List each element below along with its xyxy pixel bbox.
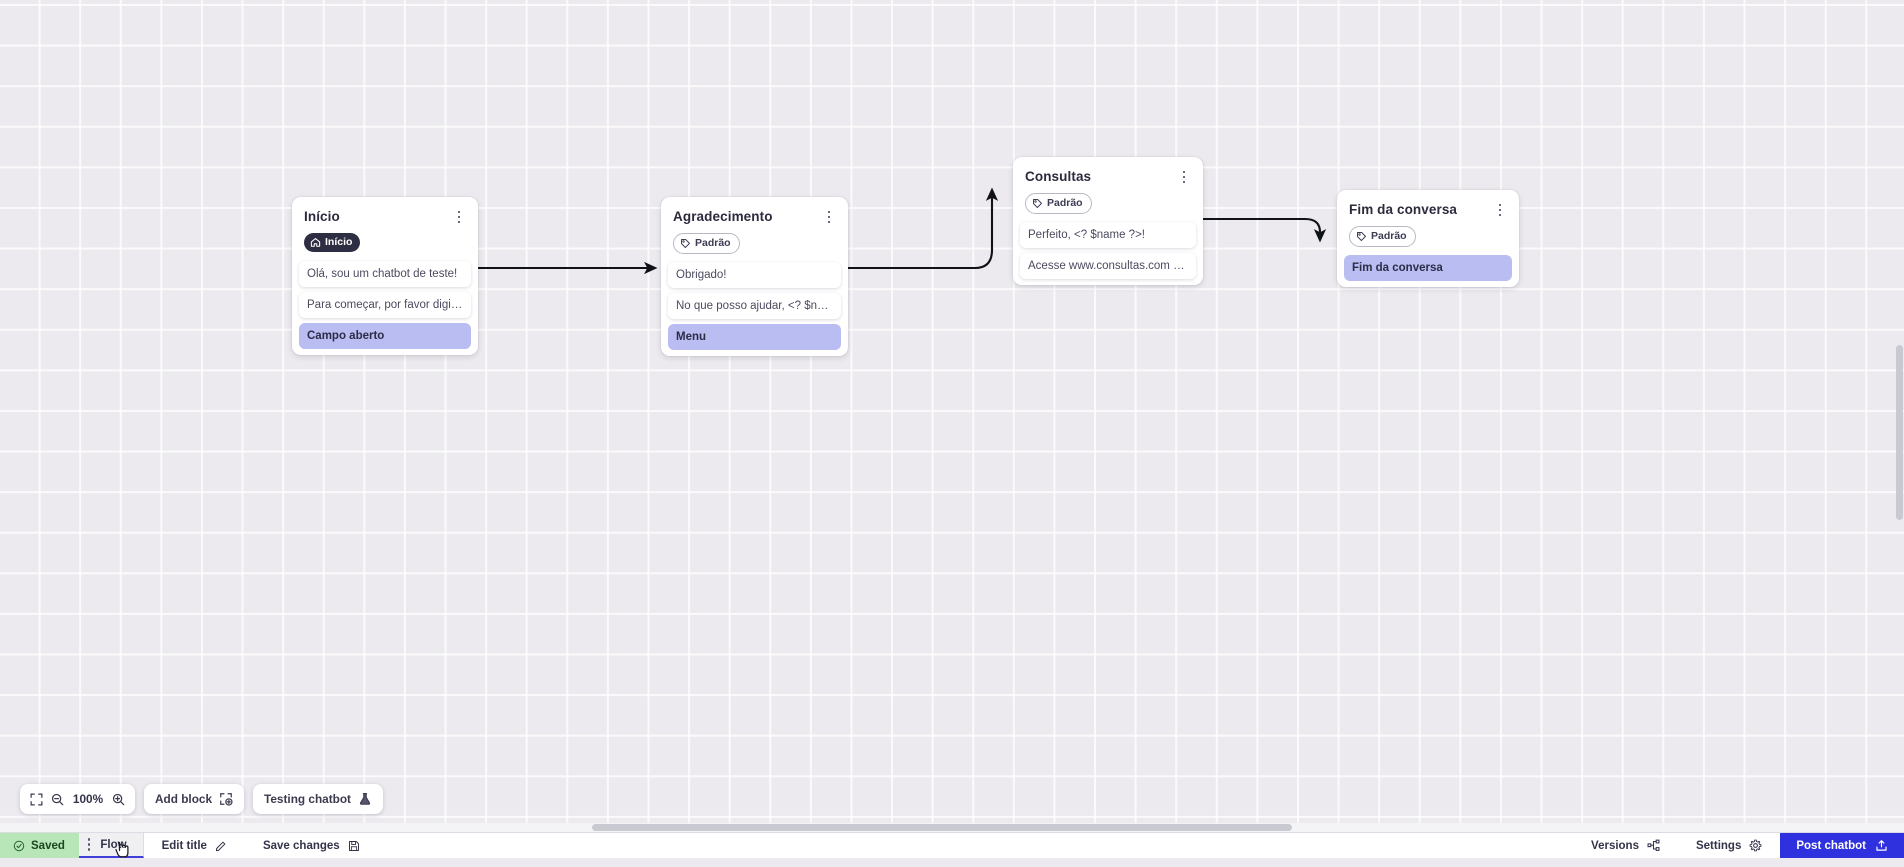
node-badge-row: Início [292, 226, 478, 261]
node-badge-row: Padrão [1337, 219, 1519, 255]
badge-label: Padrão [1371, 231, 1407, 242]
versions-label: Versions [1591, 840, 1639, 852]
tag-icon [1356, 231, 1367, 242]
node-row-accent[interactable]: Campo aberto [299, 323, 471, 349]
branch-icon [1647, 839, 1660, 852]
node-rows: Perfeito, <? $name ?>! Acesse www.consul… [1013, 222, 1203, 279]
flask-icon [358, 792, 372, 806]
node-title: Fim da conversa [1349, 201, 1457, 218]
fit-screen-icon[interactable] [30, 793, 43, 806]
upload-icon [1875, 839, 1888, 852]
saved-status-badge: Saved [0, 833, 79, 858]
node-header: Fim da conversa [1337, 190, 1519, 219]
pencil-icon [215, 840, 227, 852]
node-row[interactable]: Olá, sou um chatbot de teste! [299, 261, 471, 287]
vertical-scrollbar-thumb[interactable] [1896, 345, 1903, 520]
flow-node-agradecimento[interactable]: Agradecimento Padrão Obrigado! No que po… [661, 197, 848, 356]
badge-label: Padrão [1047, 198, 1083, 209]
post-chatbot-button[interactable]: Post chatbot [1780, 833, 1904, 858]
node-title: Início [304, 208, 340, 225]
badge-label: Padrão [695, 238, 731, 249]
testing-chatbot-button[interactable]: Testing chatbot [264, 792, 372, 806]
node-menu-button[interactable] [821, 208, 837, 226]
node-menu-button[interactable] [1492, 201, 1508, 219]
node-badge-padrao[interactable]: Padrão [1025, 193, 1092, 214]
canvas-toolbar: 100% Add block Testing chatbot [20, 784, 383, 814]
home-icon [310, 237, 321, 248]
flow-node-inicio[interactable]: Início Início Olá, sou um chatbot de tes… [292, 197, 478, 355]
testing-chatbot-label: Testing chatbot [264, 792, 351, 806]
node-header: Consultas [1013, 157, 1203, 186]
flow-connectors [0, 0, 1904, 832]
save-changes-label: Save changes [263, 840, 340, 852]
add-block-label: Add block [155, 792, 212, 806]
drag-handle-icon[interactable] [86, 838, 93, 850]
zoom-level-label: 100% [72, 792, 104, 806]
add-block-button[interactable]: Add block [155, 792, 233, 806]
zoom-out-icon[interactable] [51, 793, 64, 806]
node-row[interactable]: Perfeito, <? $name ?>! [1020, 222, 1196, 248]
badge-label: Início [325, 237, 352, 248]
tab-flow-label: Flow [100, 839, 126, 851]
node-row[interactable]: Para começar, por favor digite o ... [299, 292, 471, 318]
node-rows: Fim da conversa [1337, 255, 1519, 281]
node-row-accent[interactable]: Fim da conversa [1344, 255, 1512, 281]
tag-icon [680, 238, 691, 249]
flow-node-fim-da-conversa[interactable]: Fim da conversa Padrão Fim da conversa [1337, 190, 1519, 287]
node-menu-button[interactable] [1176, 168, 1192, 186]
node-header: Início [292, 197, 478, 226]
tag-icon [1032, 198, 1043, 209]
node-badge-padrao[interactable]: Padrão [673, 233, 740, 254]
save-changes-button[interactable]: Save changes [245, 833, 378, 858]
node-badge-padrao[interactable]: Padrão [1349, 226, 1416, 247]
gear-icon [1749, 839, 1762, 852]
node-menu-button[interactable] [451, 208, 467, 226]
post-chatbot-label: Post chatbot [1796, 840, 1866, 852]
node-row[interactable]: Obrigado! [668, 262, 841, 288]
check-circle-icon [13, 840, 25, 852]
settings-label: Settings [1696, 840, 1741, 852]
node-header: Agradecimento [661, 197, 848, 226]
bottom-bar-spacer [378, 833, 1573, 858]
horizontal-scrollbar-track[interactable] [0, 823, 1904, 832]
zoom-controls: 100% [20, 784, 135, 814]
node-rows: Obrigado! No que posso ajudar, <? $name … [661, 262, 848, 350]
edit-title-button[interactable]: Edit title [144, 833, 245, 858]
node-title: Agradecimento [673, 208, 773, 225]
testing-chatbot-group[interactable]: Testing chatbot [253, 784, 383, 814]
add-block-icon [219, 792, 233, 806]
node-badge-row: Padrão [661, 226, 848, 262]
node-row-accent[interactable]: Menu [668, 324, 841, 350]
horizontal-scrollbar-thumb[interactable] [592, 824, 1292, 831]
add-block-group[interactable]: Add block [144, 784, 244, 814]
flow-node-consultas[interactable]: Consultas Padrão Perfeito, <? $name ?>! … [1013, 157, 1203, 285]
bottom-status-bar: Saved Flow Edit title Save changes Versi… [0, 832, 1904, 858]
flow-canvas[interactable]: Início Início Olá, sou um chatbot de tes… [0, 0, 1904, 832]
node-badge-row: Padrão [1013, 186, 1203, 222]
node-title: Consultas [1025, 168, 1091, 185]
edit-title-label: Edit title [162, 840, 207, 852]
saved-label: Saved [31, 840, 65, 852]
node-row[interactable]: Acesse www.consultas.com par... [1020, 253, 1196, 279]
floppy-disk-icon [348, 840, 360, 852]
zoom-in-icon[interactable] [112, 793, 125, 806]
node-row[interactable]: No que posso ajudar, <? $name ... [668, 293, 841, 319]
tab-flow[interactable]: Flow [79, 833, 144, 858]
node-badge-inicio[interactable]: Início [304, 233, 360, 252]
versions-button[interactable]: Versions [1573, 833, 1678, 858]
node-rows: Olá, sou um chatbot de teste! Para começ… [292, 261, 478, 349]
vertical-scrollbar-track[interactable] [1895, 0, 1904, 832]
settings-button[interactable]: Settings [1678, 833, 1780, 858]
